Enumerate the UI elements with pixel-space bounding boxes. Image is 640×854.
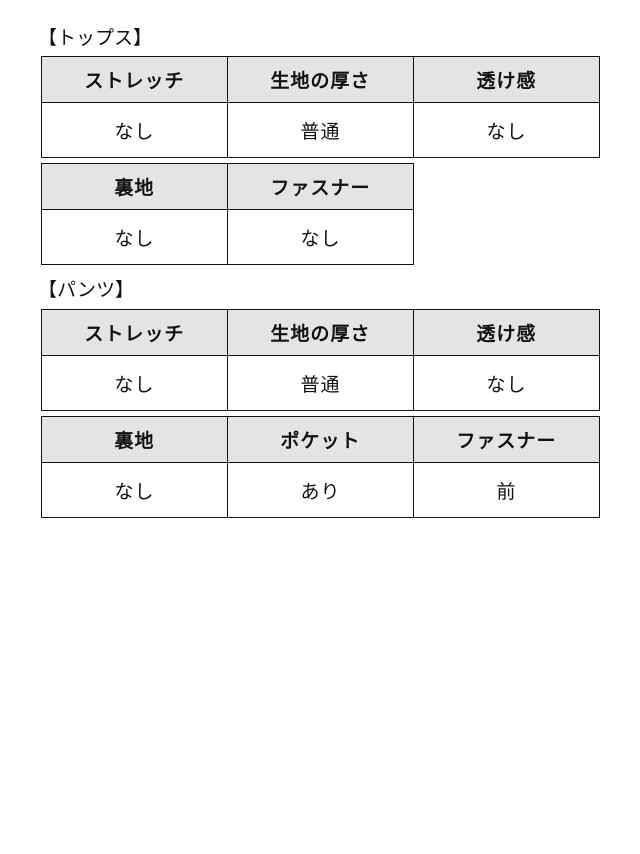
value-stretch: なし	[41, 102, 228, 158]
header-transparency: 透け感	[413, 309, 600, 356]
header-stretch: ストレッチ	[41, 309, 228, 356]
value-pocket: あり	[227, 462, 414, 518]
header-fastener: ファスナー	[227, 163, 414, 210]
header-pocket: ポケット	[227, 416, 414, 463]
table-header-row: ストレッチ 生地の厚さ 透け感	[41, 56, 600, 103]
table-row: なし あり 前	[41, 462, 600, 518]
header-fastener: ファスナー	[413, 416, 600, 463]
value-fabric-thickness: 普通	[227, 355, 414, 411]
value-fastener: なし	[227, 209, 414, 265]
value-lining: なし	[41, 209, 228, 265]
table-row: なし なし	[41, 209, 414, 265]
table-row: なし 普通 なし	[41, 102, 600, 158]
value-fabric-thickness: 普通	[227, 102, 414, 158]
value-fastener: 前	[413, 462, 600, 518]
pants-spec-table-2: 裏地 ポケット ファスナー なし あり 前	[41, 416, 600, 518]
tops-section-title: 【トップス】	[38, 27, 153, 49]
table-header-row: ストレッチ 生地の厚さ 透け感	[41, 309, 600, 356]
value-transparency: なし	[413, 102, 600, 158]
tops-spec-table-2: 裏地 ファスナー なし なし	[41, 163, 414, 265]
header-stretch: ストレッチ	[41, 56, 228, 103]
pants-section-title: 【パンツ】	[38, 279, 134, 301]
header-lining: 裏地	[41, 416, 228, 463]
header-fabric-thickness: 生地の厚さ	[227, 309, 414, 356]
value-lining: なし	[41, 462, 228, 518]
value-transparency: なし	[413, 355, 600, 411]
table-header-row: 裏地 ファスナー	[41, 163, 414, 210]
header-lining: 裏地	[41, 163, 228, 210]
header-fabric-thickness: 生地の厚さ	[227, 56, 414, 103]
table-header-row: 裏地 ポケット ファスナー	[41, 416, 600, 463]
tops-spec-table-1: ストレッチ 生地の厚さ 透け感 なし 普通 なし	[41, 56, 600, 158]
pants-spec-table-1: ストレッチ 生地の厚さ 透け感 なし 普通 なし	[41, 309, 600, 411]
header-transparency: 透け感	[413, 56, 600, 103]
value-stretch: なし	[41, 355, 228, 411]
table-row: なし 普通 なし	[41, 355, 600, 411]
